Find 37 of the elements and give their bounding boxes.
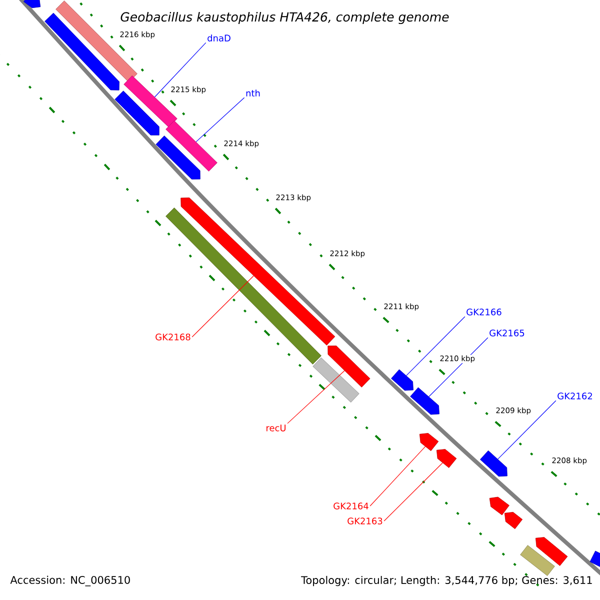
gene-feature [419, 433, 439, 452]
gene-label: GK2165 [490, 330, 524, 336]
gene-label: nth [246, 90, 260, 96]
gene-box [520, 545, 555, 576]
gene-label: GK2166 [466, 308, 502, 316]
gene-label: dnaD [208, 34, 230, 42]
gene-box [312, 357, 360, 403]
gene-feature [44, 12, 120, 90]
gene-label: GK2163 [348, 518, 382, 524]
gene-feature [114, 90, 160, 136]
leader-line [406, 316, 466, 376]
leader-line [154, 42, 206, 98]
gene-feature [489, 496, 510, 516]
gene-feature [24, 0, 41, 8]
gene-feature [504, 512, 523, 530]
gene-box [166, 120, 218, 172]
leader-line [196, 97, 245, 142]
gene-feature [410, 387, 440, 415]
gene-label: GK2168 [156, 334, 190, 340]
gene-feature [391, 369, 414, 391]
gene-feature [536, 537, 568, 566]
leader-line [370, 446, 426, 506]
gene-feature [436, 449, 457, 468]
gene-label: GK2162 [558, 392, 592, 400]
gene-label: GK2164 [334, 502, 368, 510]
gene-feature [590, 550, 600, 568]
title: Geobacillus kaustophilus HTA426, complete genome [120, 12, 449, 24]
gene-feature [328, 346, 370, 388]
gene-label: recU [266, 424, 286, 432]
accession-text: Accession: NC_006510 [10, 576, 130, 586]
genome-info-text: Topology: circular; Length: 3,544,776 bp; Genes: 3,611 [301, 576, 592, 586]
leader-line [498, 400, 556, 460]
leader-line [287, 370, 345, 424]
leader-line [192, 276, 254, 338]
gene-feature [480, 450, 508, 477]
gene-feature [156, 136, 200, 180]
leader-line [384, 462, 443, 522]
